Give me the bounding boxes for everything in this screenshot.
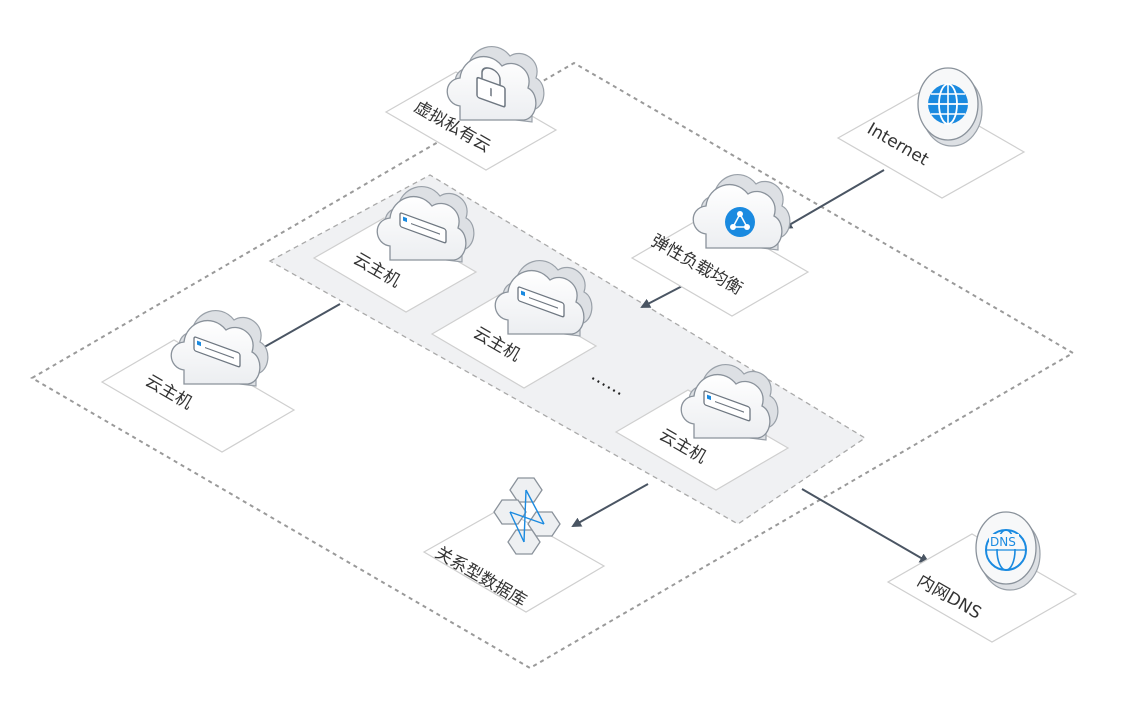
- hosts-to-standalone-host-connector: [250, 303, 341, 355]
- share-network-cloud-icon: [692, 173, 791, 251]
- cloud-host-1: 云主机: [312, 185, 478, 313]
- dns-badge-text: DNS: [990, 535, 1016, 549]
- server-cloud-icon: [170, 309, 269, 387]
- dns-node: DNS 内网DNS: [886, 511, 1078, 643]
- rds-node: 关系型数据库: [422, 477, 606, 613]
- cloud-host-2: 云主机: [430, 259, 598, 389]
- hosts-to-dns-connector: [801, 488, 930, 564]
- hexagon-cluster-icon: [493, 477, 561, 555]
- cloud-host-3: 云主机: [614, 363, 790, 491]
- internet-node: Internet: [836, 67, 1026, 199]
- cloud-host-standalone: 云主机: [100, 309, 296, 453]
- elb-node: 弹性负载均衡: [630, 173, 810, 317]
- elb-to-hosts-connector: [640, 282, 689, 308]
- lock-cloud-icon: [446, 45, 545, 123]
- vpc-boundary: [30, 61, 1075, 670]
- vpc-node: 虚拟私有云: [384, 45, 558, 171]
- internet-to-elb-connector: [782, 169, 885, 230]
- dns-globe-icon: DNS: [975, 511, 1041, 591]
- globe-icon: [917, 67, 983, 147]
- host-to-rds-connector: [571, 483, 649, 527]
